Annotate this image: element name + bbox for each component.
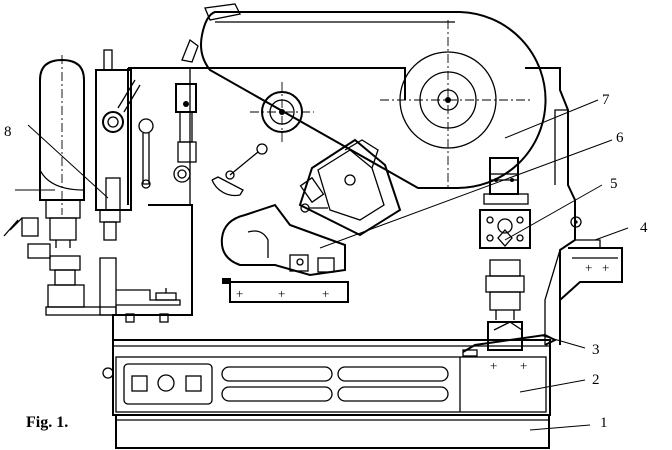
plus-mark: + (236, 286, 243, 301)
leader-lines (15, 99, 629, 431)
callout-1: 1 (600, 415, 608, 431)
callout-numbers: 1 2 3 4 5 6 7 8 (4, 92, 648, 431)
left-cylinder (3, 49, 141, 316)
base-body (112, 339, 551, 416)
plus-markers: + + + + + + + (236, 260, 609, 373)
main-frame (102, 67, 582, 379)
shearing-head (220, 138, 402, 303)
callout-8: 8 (4, 124, 12, 140)
base-frame (115, 414, 550, 449)
foot-pedal (462, 333, 558, 357)
callout-4: 4 (640, 220, 648, 236)
right-attachment (559, 239, 623, 301)
plus-mark: + (322, 286, 329, 301)
adjuster-sector (211, 143, 268, 197)
plus-mark: + (602, 260, 609, 275)
figure-caption: Fig. 1. (26, 414, 68, 431)
callout-2: 2 (592, 372, 600, 388)
plus-mark: + (278, 286, 285, 301)
callout-3: 3 (592, 342, 600, 358)
callout-6: 6 (616, 130, 624, 146)
punch-unit (138, 83, 197, 189)
flywheel-housing (181, 3, 547, 190)
callout-5: 5 (610, 176, 618, 192)
plus-mark: + (520, 358, 527, 373)
right-cylinder (479, 157, 531, 351)
plus-mark: + (585, 260, 592, 275)
callout-7: 7 (602, 92, 610, 108)
left-table (99, 257, 181, 323)
crank-wheel (250, 82, 314, 145)
plus-mark: + (490, 358, 497, 373)
